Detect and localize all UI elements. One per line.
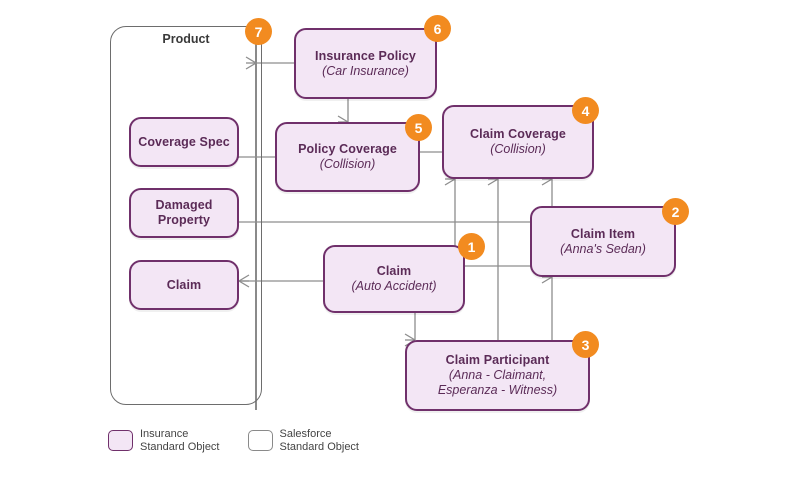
legend-label: Insurance Standard Object [140, 428, 220, 453]
node-title: Claim [166, 277, 202, 292]
node-title: Claim Item [570, 226, 636, 241]
node-subtitle: (Collision) [319, 157, 376, 171]
legend-swatch-salesforce-icon [247, 430, 273, 451]
legend: Insurance Standard Object Salesforce Sta… [108, 428, 387, 453]
node-damaged-property[interactable]: Damaged Property [129, 188, 239, 238]
badge-7[interactable]: 7 [245, 18, 272, 45]
node-title: Damaged Property [155, 198, 213, 227]
node-coverage-spec[interactable]: Coverage Spec [129, 117, 239, 167]
legend-item-insurance: Insurance Standard Object [108, 428, 220, 453]
node-subtitle: (Auto Accident) [351, 279, 437, 293]
node-claim[interactable]: Claim (Auto Accident) [323, 245, 465, 313]
node-claim-item[interactable]: Claim Item (Anna's Sedan) [530, 206, 676, 277]
badge-3[interactable]: 3 [572, 331, 599, 358]
node-title: Insurance Policy [315, 48, 416, 63]
legend-swatch-insurance-icon [108, 430, 133, 451]
node-subtitle: (Collision) [490, 142, 546, 156]
group-product-label: Product [162, 32, 210, 46]
badge-2[interactable]: 2 [662, 198, 689, 225]
node-claim-participant[interactable]: Claim Participant (Anna - Claimant, Espe… [405, 340, 590, 411]
node-subtitle: (Car Insurance) [322, 63, 409, 78]
node-title: Claim [376, 264, 412, 278]
legend-item-salesforce: Salesforce Standard Object [247, 428, 360, 453]
badge-4[interactable]: 4 [572, 97, 599, 124]
node-title: Policy Coverage [298, 142, 397, 156]
node-policy-coverage[interactable]: Policy Coverage (Collision) [275, 122, 420, 192]
badge-6[interactable]: 6 [424, 15, 451, 42]
badge-5[interactable]: 5 [405, 114, 432, 141]
node-claim-coverage[interactable]: Claim Coverage (Collision) [442, 105, 594, 179]
node-subtitle: (Anna - Claimant, Esperanza - Witness) [437, 368, 558, 397]
node-insurance-policy[interactable]: Insurance Policy (Car Insurance) [294, 28, 437, 99]
badge-1[interactable]: 1 [458, 233, 485, 260]
legend-label: Salesforce Standard Object [279, 428, 360, 453]
node-title: Claim Coverage [470, 127, 566, 141]
node-claim-product[interactable]: Claim [129, 260, 239, 310]
node-subtitle: (Anna's Sedan) [560, 241, 646, 256]
node-title: Coverage Spec [138, 134, 230, 149]
group-product [110, 26, 262, 405]
node-title: Claim Participant [445, 353, 550, 367]
